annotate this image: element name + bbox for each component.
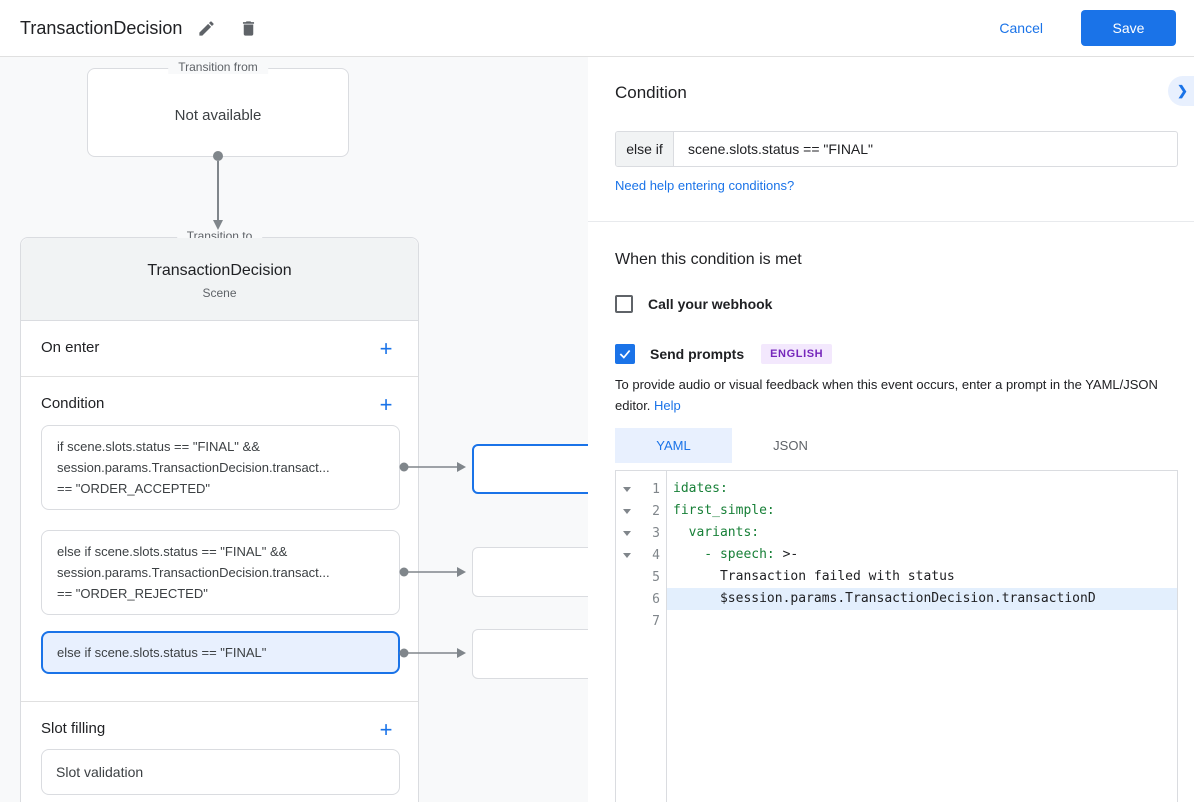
check-icon [619, 349, 631, 359]
fold-arrow-icon[interactable] [623, 552, 631, 558]
code-text: $session.params.TransactionDecision.tran… [667, 588, 1177, 610]
fold-arrow-icon[interactable] [623, 508, 631, 514]
code-text: Transaction failed with status [673, 569, 955, 584]
line-number: 7 [652, 613, 660, 629]
code-text: - speech: >- [673, 547, 799, 562]
webhook-checkbox[interactable] [615, 295, 633, 313]
condition-card[interactable]: else if scene.slots.status == "FINAL" [41, 631, 400, 674]
condition-prefix-label: else if [616, 132, 674, 166]
top-bar: TransactionDecision Cancel Save [0, 0, 1194, 57]
condition-section: Condition + [21, 377, 418, 425]
condition-expression-text: else if scene.slots.status == "FINAL" [57, 645, 267, 660]
editor-line: 4 - speech: >- [616, 544, 1177, 566]
tab-json[interactable]: JSON [732, 428, 849, 463]
on-enter-section: On enter + [21, 321, 418, 377]
condition-help-link[interactable]: Need help entering conditions? [615, 178, 795, 193]
editor-line: 6 $session.params.TransactionDecision.tr… [616, 588, 1177, 610]
when-condition-heading: When this condition is met [615, 251, 802, 268]
collapse-panel-button[interactable]: ❯ [1168, 76, 1194, 106]
condition-section-label: Condition [41, 395, 105, 412]
transition-target-box-3[interactable] [472, 629, 588, 679]
editor-tabs: YAML JSON [615, 428, 849, 463]
editor-line: 3 variants: [616, 522, 1177, 544]
edit-button[interactable] [188, 10, 224, 46]
line-number: 5 [652, 569, 660, 585]
condition-expression-text: == "ORDER_REJECTED" [57, 586, 208, 601]
save-button[interactable]: Save [1081, 10, 1176, 46]
condition-expression-text: if scene.slots.status == "FINAL" && [57, 439, 260, 454]
transition-target-box-2[interactable] [472, 547, 588, 597]
scene-type-label: Scene [202, 286, 237, 300]
scene-name: TransactionDecision [147, 262, 292, 279]
panel-heading: Condition [615, 83, 687, 102]
condition-input-group: else if [615, 131, 1178, 167]
condition-expression-text: session.params.TransactionDecision.trans… [57, 460, 330, 475]
add-condition-button[interactable]: + [372, 391, 400, 419]
editor-gutter [616, 471, 667, 802]
transition-from-value: Not available [174, 107, 262, 124]
scene-header[interactable]: TransactionDecision Scene [21, 238, 418, 321]
fold-arrow-icon[interactable] [623, 530, 631, 536]
slot-validation-card[interactable]: Slot validation [41, 749, 400, 795]
transition-from-box: Transition from Not available [87, 60, 349, 157]
condition-card[interactable]: if scene.slots.status == "FINAL" && sessi… [41, 425, 400, 510]
editor-line: 1 idates: [616, 478, 1177, 500]
line-number: 4 [652, 547, 660, 563]
code-text: idates: [673, 481, 728, 496]
add-slot-button[interactable]: + [372, 716, 400, 744]
on-enter-label: On enter [41, 339, 100, 356]
editor-line: 5 Transaction failed with status [616, 566, 1177, 588]
transition-from-legend: Transition from [168, 60, 268, 74]
condition-expression-text: else if scene.slots.status == "FINAL" && [57, 544, 288, 559]
trash-icon [242, 20, 254, 36]
pencil-icon [199, 20, 214, 36]
code-text [667, 610, 1177, 632]
code-text: first_simple: [673, 503, 775, 518]
condition-cards: if scene.slots.status == "FINAL" && sessi… [41, 425, 400, 674]
panel-divider [588, 221, 1194, 222]
condition-expression-input[interactable] [674, 132, 1177, 166]
editor-line: 2 first_simple: [616, 500, 1177, 522]
webhook-label: Call your webhook [648, 296, 773, 312]
page-title: TransactionDecision [20, 17, 183, 38]
line-number: 3 [652, 525, 660, 541]
transition-target-box-1[interactable] [472, 444, 588, 494]
condition-card[interactable]: else if scene.slots.status == "FINAL" &&… [41, 530, 400, 615]
add-on-enter-button[interactable]: + [372, 335, 400, 363]
prompt-helper-text: To provide audio or visual feedback when… [615, 377, 1158, 413]
line-number: 6 [652, 591, 660, 607]
line-number: 2 [652, 503, 660, 519]
send-prompts-label: Send prompts [650, 346, 745, 362]
tab-yaml[interactable]: YAML [615, 428, 732, 463]
transition-to-box: Transition to TransactionDecision Scene … [20, 229, 419, 802]
slot-filling-label: Slot filling [41, 720, 106, 737]
help-link[interactable]: Help [654, 397, 681, 413]
delete-button[interactable] [230, 10, 266, 46]
chevron-right-icon: ❯ [1177, 83, 1188, 98]
line-number: 1 [652, 481, 660, 497]
language-badge: ENGLISH [761, 344, 833, 364]
editor-line: 7 [616, 610, 1177, 632]
cancel-button[interactable]: Cancel [999, 20, 1043, 36]
scene-diagram: Transition from Not available Transition… [0, 57, 588, 802]
condition-expression-text: session.params.TransactionDecision.trans… [57, 565, 330, 580]
code-text: variants: [673, 525, 760, 540]
condition-expression-text: == "ORDER_ACCEPTED" [57, 481, 210, 496]
slot-filling-section: Slot filling + [21, 701, 418, 749]
condition-detail-panel: Condition ❯ else if Need help entering c… [588, 57, 1194, 802]
fold-arrow-icon[interactable] [623, 486, 631, 492]
send-prompts-checkbox[interactable] [615, 344, 635, 364]
